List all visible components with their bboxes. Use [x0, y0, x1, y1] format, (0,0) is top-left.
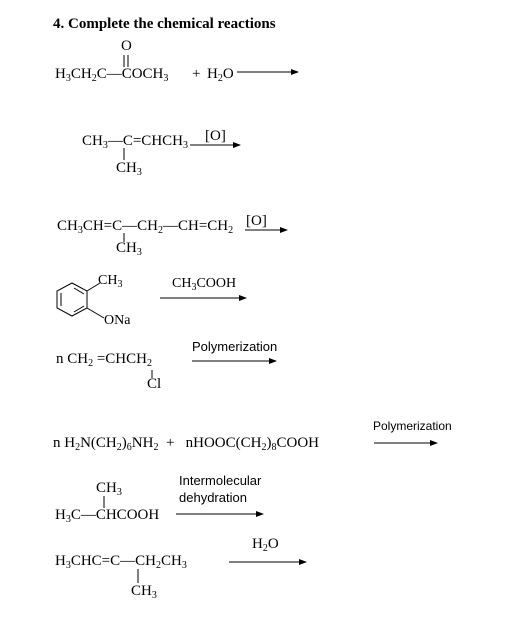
r6-reactants: n H2N(CH2)6NH2 + nHOOC(CH2)8COOH — [53, 435, 319, 453]
r4-reagent: CH3COOH — [172, 276, 237, 293]
r5-chlorine: Cl — [147, 376, 162, 392]
r8-methyl-branch: CH3 — [131, 583, 157, 601]
r7-condition-line2: dehydration — [179, 490, 247, 505]
r8-condition: H2O — [252, 536, 279, 554]
r7-methyl-top: CH3 — [96, 480, 122, 498]
r5-condition: Polymerization — [192, 339, 278, 354]
r3-methyl-branch: CH3 — [116, 240, 142, 258]
r6-condition: Polymerization — [373, 419, 452, 433]
r1-plus: + — [192, 66, 201, 82]
r8-alkene: H3CHC=C—CH2CH3 — [55, 553, 187, 571]
r3-main-chain: CH3CH=C—CH2—CH=CH2 — [57, 218, 234, 236]
r4-sodium-phenoxide: ONa — [104, 313, 131, 328]
page-title: 4. Complete the chemical reactions — [53, 16, 276, 32]
r1-reactant: H3CH2C—COCH3 — [55, 66, 169, 84]
r2-main-chain: CH3—C=CHCH3 — [82, 133, 188, 151]
r4-ona-bond — [86, 307, 105, 319]
r4-methyl: CH3 — [98, 273, 123, 290]
r1-carbonyl-oxygen: O — [121, 38, 132, 54]
r7-acid: H3C—CHCOOH — [55, 507, 160, 525]
r2-condition: [O] — [205, 128, 226, 144]
r5-monomer: n CH2 =CHCH2 — [56, 351, 152, 369]
r4-ring-double-2 — [73, 287, 85, 295]
r1-water: H2O — [207, 66, 234, 84]
r4-methyl-bond — [86, 282, 101, 292]
r7-condition-line1: Intermolecular — [179, 473, 262, 488]
r4-ring-double-3 — [73, 305, 85, 313]
r3-condition: [O] — [246, 213, 267, 229]
r2-methyl-branch: CH3 — [116, 160, 142, 178]
